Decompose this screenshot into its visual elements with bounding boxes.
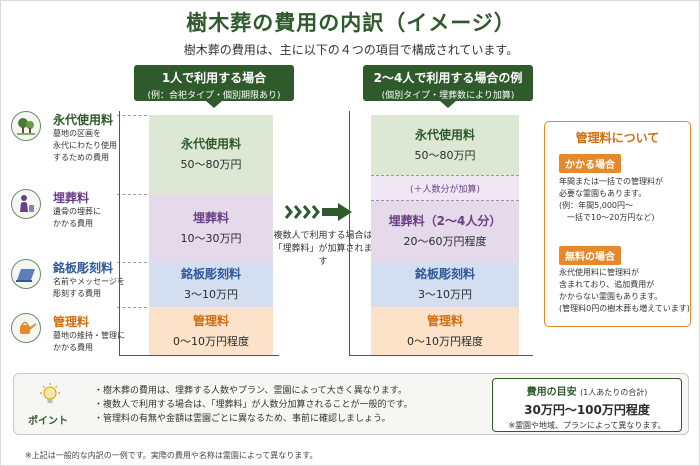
tree-icon <box>11 111 41 141</box>
guide-sub: ※霊園や地域、プランによって異なります。 <box>508 421 666 430</box>
legend-title: 銘板彫刻料 <box>53 261 114 275</box>
left-column-header: 1人で利用する場合 (例：合祀タイプ・個別期限あり) <box>134 65 294 108</box>
plaque-icon <box>11 259 41 289</box>
page-subtitle: 樹木葬の費用は、主に以下の４つの項目で構成されています。 <box>183 43 519 57</box>
arrow-icon <box>284 202 354 226</box>
legend-desc: 遺骨の埋葬にかかる費用 <box>53 207 101 228</box>
footnote: ※上記は一般的な内訳の一例です。実際の費用や名称は霊園によって異なります。 <box>25 451 318 460</box>
right-bar-perpetual-use: 永代使用料 50〜80万円 <box>371 115 519 175</box>
left-bar-engraving: 銘板彫刻料 3〜10万円 <box>149 262 273 307</box>
guide-value: 30万円〜100万円程度 <box>524 403 650 417</box>
right-bar-engraving: 銘板彫刻料 3〜10万円 <box>371 262 519 307</box>
left-column-subheading: (例：合祀タイプ・個別期限あり) <box>147 91 281 101</box>
fee-case-desc: 年間または一括での管理料が必要な霊園もあります。 (例：年間5,000円〜 一括… <box>559 177 663 222</box>
page-title: 樹木葬の費用の内訳（イメージ） <box>186 11 516 35</box>
legend-title: 管理料 <box>53 315 90 329</box>
right-column-header: 2〜4人で利用する場合の例 (個別タイプ・埋葬数により加算) <box>363 65 533 108</box>
panel-title: 管理料について <box>575 131 660 145</box>
right-bar-management: 管理料 0〜10万円程度 <box>371 307 519 355</box>
arrow-note: 複数人で利用する場合は 「埋葬料」が加算されます <box>273 231 373 267</box>
legend-title: 永代使用料 <box>53 113 114 127</box>
person-icon <box>11 189 41 219</box>
list-item: 管理料の有無や金額は霊園ごとに異なるため、事前に確認しましょう。 <box>94 412 413 426</box>
legend-title: 埋葬料 <box>53 191 90 205</box>
left-bar-perpetual-use: 永代使用料 50〜80万円 <box>149 115 273 194</box>
free-case-desc: 永代使用料に管理料が含まれており、追加費用が かからない霊園もあります。(管理料… <box>559 268 690 313</box>
point-label: ポイント <box>28 416 68 427</box>
right-bar-added-burial: (＋人数分が加算) <box>371 175 519 201</box>
legend-desc: 名前やメッセージを彫刻する費用 <box>53 277 125 298</box>
free-case-badge: 無料の場合 <box>559 246 621 265</box>
lightbulb-icon <box>37 382 63 408</box>
point-list: 樹木葬の費用は、埋葬する人数やプラン、霊園によって大きく異なります。 複数人で利… <box>94 384 413 426</box>
guide-title: 費用の目安 <box>526 387 577 398</box>
list-item: 樹木葬の費用は、埋葬する人数やプラン、霊園によって大きく異なります。 <box>94 384 413 398</box>
point-box: ポイント 樹木葬の費用は、埋葬する人数やプラン、霊園によって大きく異なります。 … <box>13 373 689 435</box>
right-column-subheading: (個別タイプ・埋葬数により加算) <box>381 91 515 101</box>
watering-can-icon <box>11 313 41 343</box>
left-column-heading: 1人で利用する場合 <box>161 71 267 85</box>
right-column-heading: 2〜4人で利用する場合の例 <box>373 71 523 85</box>
left-bar-management: 管理料 0〜10万円程度 <box>149 307 273 355</box>
legend-desc: 墓地の維持・管理にかかる費用 <box>53 331 125 352</box>
legend-desc: 墓地の区画を永代にわたり使用するための費用 <box>53 129 117 162</box>
right-bar-burial: 埋葬料（2〜4人分） 20〜60万円程度 <box>371 201 519 262</box>
cost-guide: 費用の目安 (1人あたりの合計) 30万円〜100万円程度 ※霊園や地域、プラン… <box>492 378 682 432</box>
guide-note: (1人あたりの合計) <box>580 388 648 397</box>
left-bar-burial: 埋葬料 10〜30万円 <box>149 194 273 262</box>
fee-case-badge: かかる場合 <box>559 154 621 173</box>
list-item: 複数人で利用する場合は、「埋葬料」が人数分加算されることが一般的です。 <box>94 398 413 412</box>
management-fee-panel: 管理料について かかる場合 年間または一括での管理料が必要な霊園もあります。 (… <box>544 121 691 327</box>
